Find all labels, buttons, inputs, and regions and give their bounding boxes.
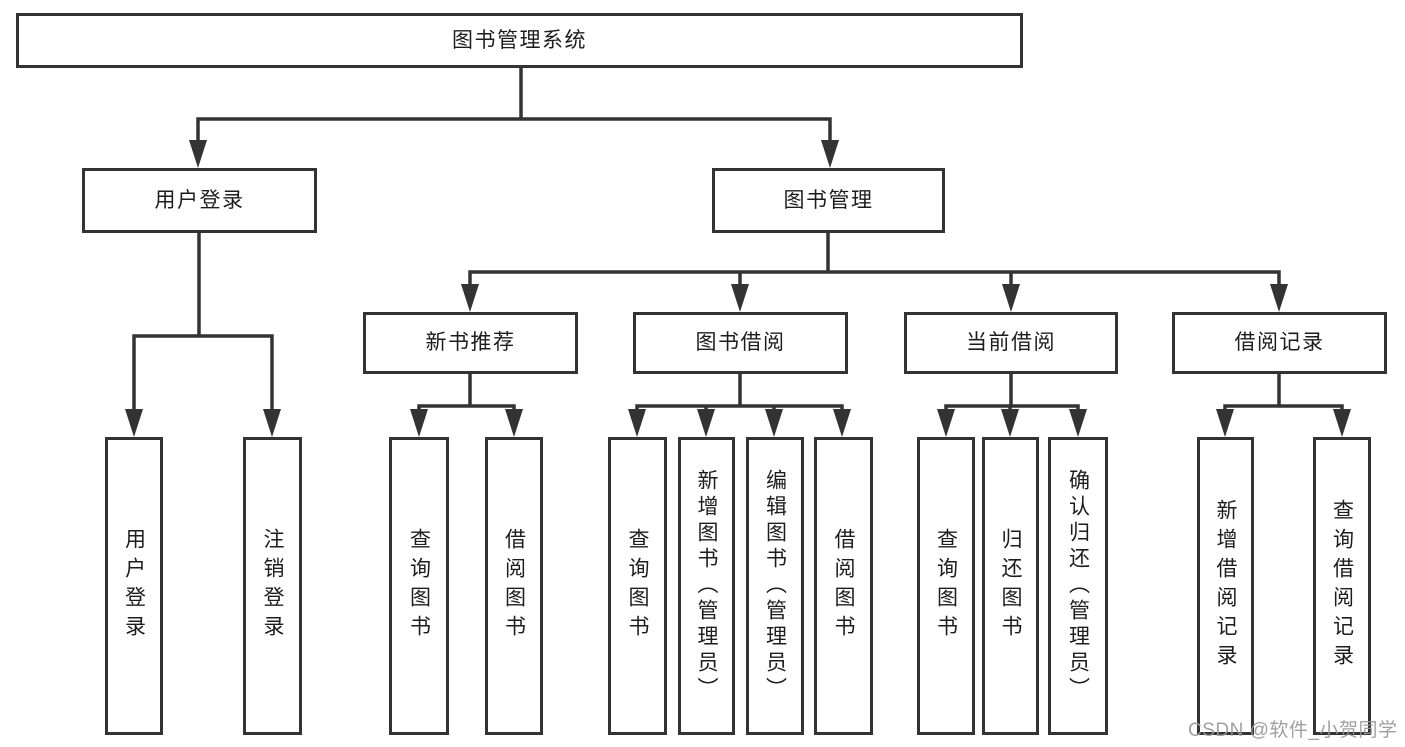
leaf-current-query-books-label: 查询图书 xyxy=(934,528,958,644)
node-new-book-recommend: 新书推荐 xyxy=(363,312,578,374)
node-new-book-recommend-label: 新书推荐 xyxy=(425,331,516,355)
node-book-borrowing: 图书借阅 xyxy=(633,312,848,374)
leaf-records-query-record-label: 查询借阅记录 xyxy=(1330,499,1354,673)
leaf-current-query-books: 查询图书 xyxy=(917,437,975,735)
node-current-borrowing: 当前借阅 xyxy=(904,312,1118,374)
leaf-user-login: 用户登录 xyxy=(105,437,163,735)
node-current-borrowing-label: 当前借阅 xyxy=(966,331,1056,355)
leaf-logout: 注销登录 xyxy=(243,437,302,735)
leaf-records-add-record-label: 新增借阅记录 xyxy=(1214,499,1237,673)
leaf-borrowing-add-books-label: 新增图书（管理员） xyxy=(695,469,718,703)
leaf-borrowing-add-books: 新增图书（管理员） xyxy=(678,437,735,735)
leaf-borrowing-query-books: 查询图书 xyxy=(608,437,667,735)
node-borrowing-records-label: 借阅记录 xyxy=(1234,331,1325,355)
leaf-borrowing-borrow-books: 借阅图书 xyxy=(814,437,873,735)
leaf-records-query-record: 查询借阅记录 xyxy=(1313,437,1371,735)
leaf-current-confirm-return-label: 确认归还（管理员） xyxy=(1066,469,1090,703)
leaf-current-confirm-return: 确认归还（管理员） xyxy=(1048,437,1108,735)
leaf-borrowing-query-books-label: 查询图书 xyxy=(626,528,649,644)
csdn-watermark: CSDN @软件_小贺同学 xyxy=(1188,720,1398,741)
node-book-borrowing-label: 图书借阅 xyxy=(695,331,786,355)
node-root-label: 图书管理系统 xyxy=(452,28,587,52)
leaf-borrowing-edit-books-label: 编辑图书（管理员） xyxy=(763,469,787,703)
leaf-logout-label: 注销登录 xyxy=(261,528,284,644)
leaf-recommend-borrow-books-label: 借阅图书 xyxy=(502,528,526,644)
node-book-management: 图书管理 xyxy=(712,168,945,233)
node-book-management-label: 图书管理 xyxy=(783,188,874,212)
leaf-borrowing-borrow-books-label: 借阅图书 xyxy=(832,528,855,644)
leaf-recommend-borrow-books: 借阅图书 xyxy=(485,437,543,735)
leaf-user-login-label: 用户登录 xyxy=(122,528,146,644)
node-user-login-label: 用户登录 xyxy=(154,188,245,212)
leaf-recommend-query-books-label: 查询图书 xyxy=(407,528,431,644)
node-borrowing-records: 借阅记录 xyxy=(1172,312,1387,374)
node-user-login: 用户登录 xyxy=(82,168,317,233)
leaf-records-add-record: 新增借阅记录 xyxy=(1197,437,1254,735)
node-root: 图书管理系统 xyxy=(16,13,1023,68)
leaf-current-return-books-label: 归还图书 xyxy=(999,528,1022,644)
leaf-current-return-books: 归还图书 xyxy=(982,437,1039,735)
leaf-borrowing-edit-books: 编辑图书（管理员） xyxy=(746,437,804,735)
leaf-recommend-query-books: 查询图书 xyxy=(389,437,449,735)
